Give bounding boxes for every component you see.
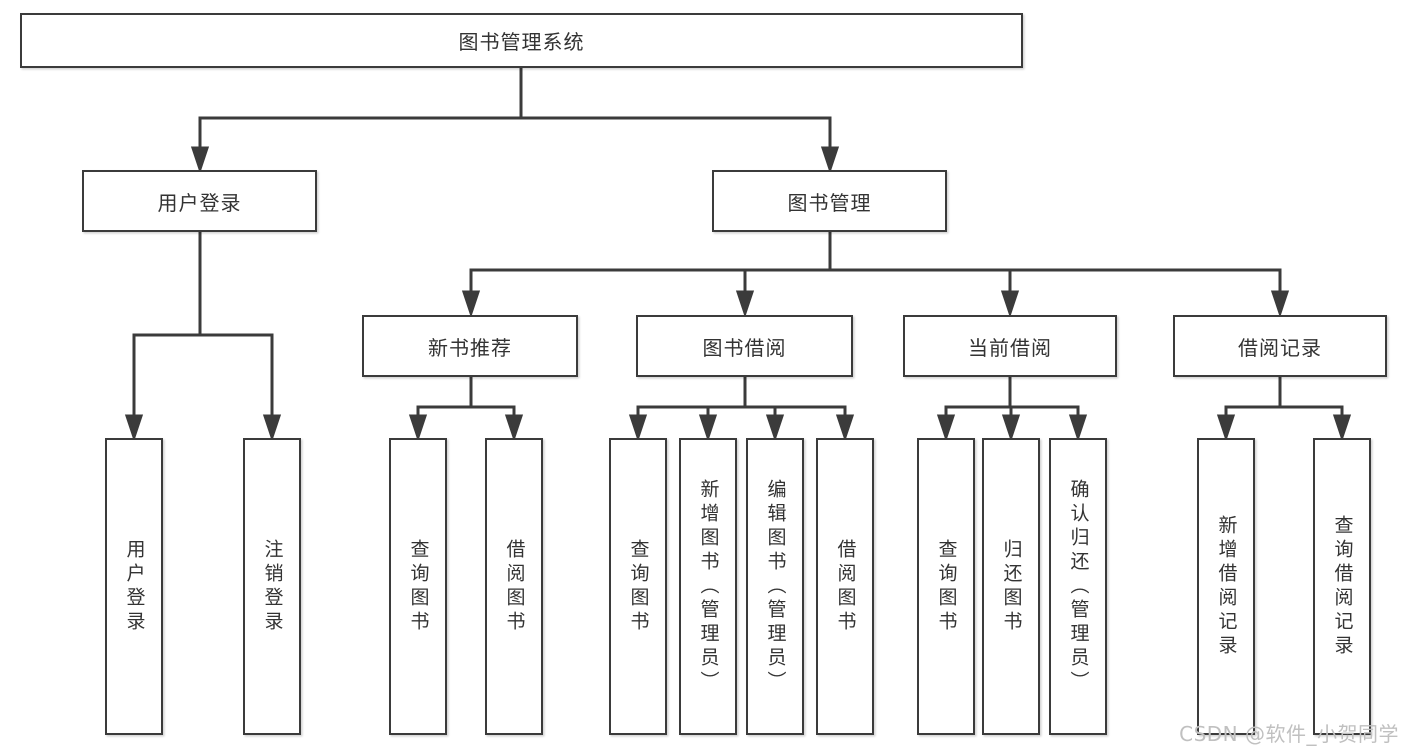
leaf-label: 查询图书 <box>407 538 430 635</box>
leaf-label: 借阅图书 <box>834 538 857 635</box>
leaf-label: 新增借阅记录 <box>1215 514 1238 659</box>
leaf-add-borrow-record: 新增借阅记录 <box>1197 438 1255 735</box>
leaf-label: 归还图书 <box>1000 538 1023 635</box>
connector-book-borrow <box>628 377 855 442</box>
leaf-label: 借阅图书 <box>503 538 526 635</box>
node-user-login: 用户登录 <box>82 170 317 232</box>
leaf-label: 新增图书（管理员） <box>697 478 720 695</box>
leaf-query-books-borrow: 查询图书 <box>609 438 667 735</box>
leaf-label: 用户登录 <box>123 538 146 635</box>
leaf-edit-book-admin: 编辑图书（管理员） <box>746 438 804 735</box>
leaf-borrow-books: 借阅图书 <box>816 438 874 735</box>
leaf-logout: 注销登录 <box>243 438 301 735</box>
csdn-watermark: CSDN @软件_小贺同学 <box>1179 722 1399 746</box>
node-book-borrow: 图书借阅 <box>636 315 853 377</box>
leaf-query-borrow-record: 查询借阅记录 <box>1313 438 1371 735</box>
node-current-borrow: 当前借阅 <box>903 315 1117 377</box>
node-label: 借阅记录 <box>1238 335 1322 360</box>
connector-new-book <box>408 377 524 442</box>
connector-borrow-records <box>1216 377 1352 442</box>
leaf-add-book-admin: 新增图书（管理员） <box>679 438 737 735</box>
leaf-confirm-return-admin: 确认归还（管理员） <box>1049 438 1107 735</box>
leaf-label: 查询图书 <box>935 538 958 635</box>
leaf-label: 编辑图书（管理员） <box>764 478 787 695</box>
node-label: 图书借阅 <box>702 335 787 360</box>
node-book-management: 图书管理 <box>712 170 947 232</box>
leaf-label: 注销登录 <box>261 538 284 635</box>
leaf-query-books-current: 查询图书 <box>917 438 975 735</box>
node-new-book-recommend: 新书推荐 <box>362 315 578 377</box>
leaf-label: 查询图书 <box>627 538 650 635</box>
connector-book-management <box>461 232 1290 318</box>
leaf-return-book: 归还图书 <box>982 438 1040 735</box>
leaf-query-books-recommend: 查询图书 <box>389 438 447 735</box>
connector-current-borrow <box>936 377 1088 442</box>
node-library-management-system: 图书管理系统 <box>20 13 1023 68</box>
leaf-label: 确认归还（管理员） <box>1067 478 1090 695</box>
leaf-borrow-books-recommend: 借阅图书 <box>485 438 543 735</box>
node-label: 图书管理 <box>787 190 872 215</box>
connector-root <box>190 68 840 174</box>
node-borrow-records: 借阅记录 <box>1173 315 1387 377</box>
node-label: 用户登录 <box>157 190 242 215</box>
node-label: 图书管理系统 <box>458 30 585 54</box>
node-label: 新书推荐 <box>428 335 512 360</box>
node-label: 当前借阅 <box>968 335 1052 360</box>
leaf-user-login: 用户登录 <box>105 438 163 735</box>
connector-user-login <box>124 232 282 442</box>
leaf-label: 查询借阅记录 <box>1331 514 1354 659</box>
